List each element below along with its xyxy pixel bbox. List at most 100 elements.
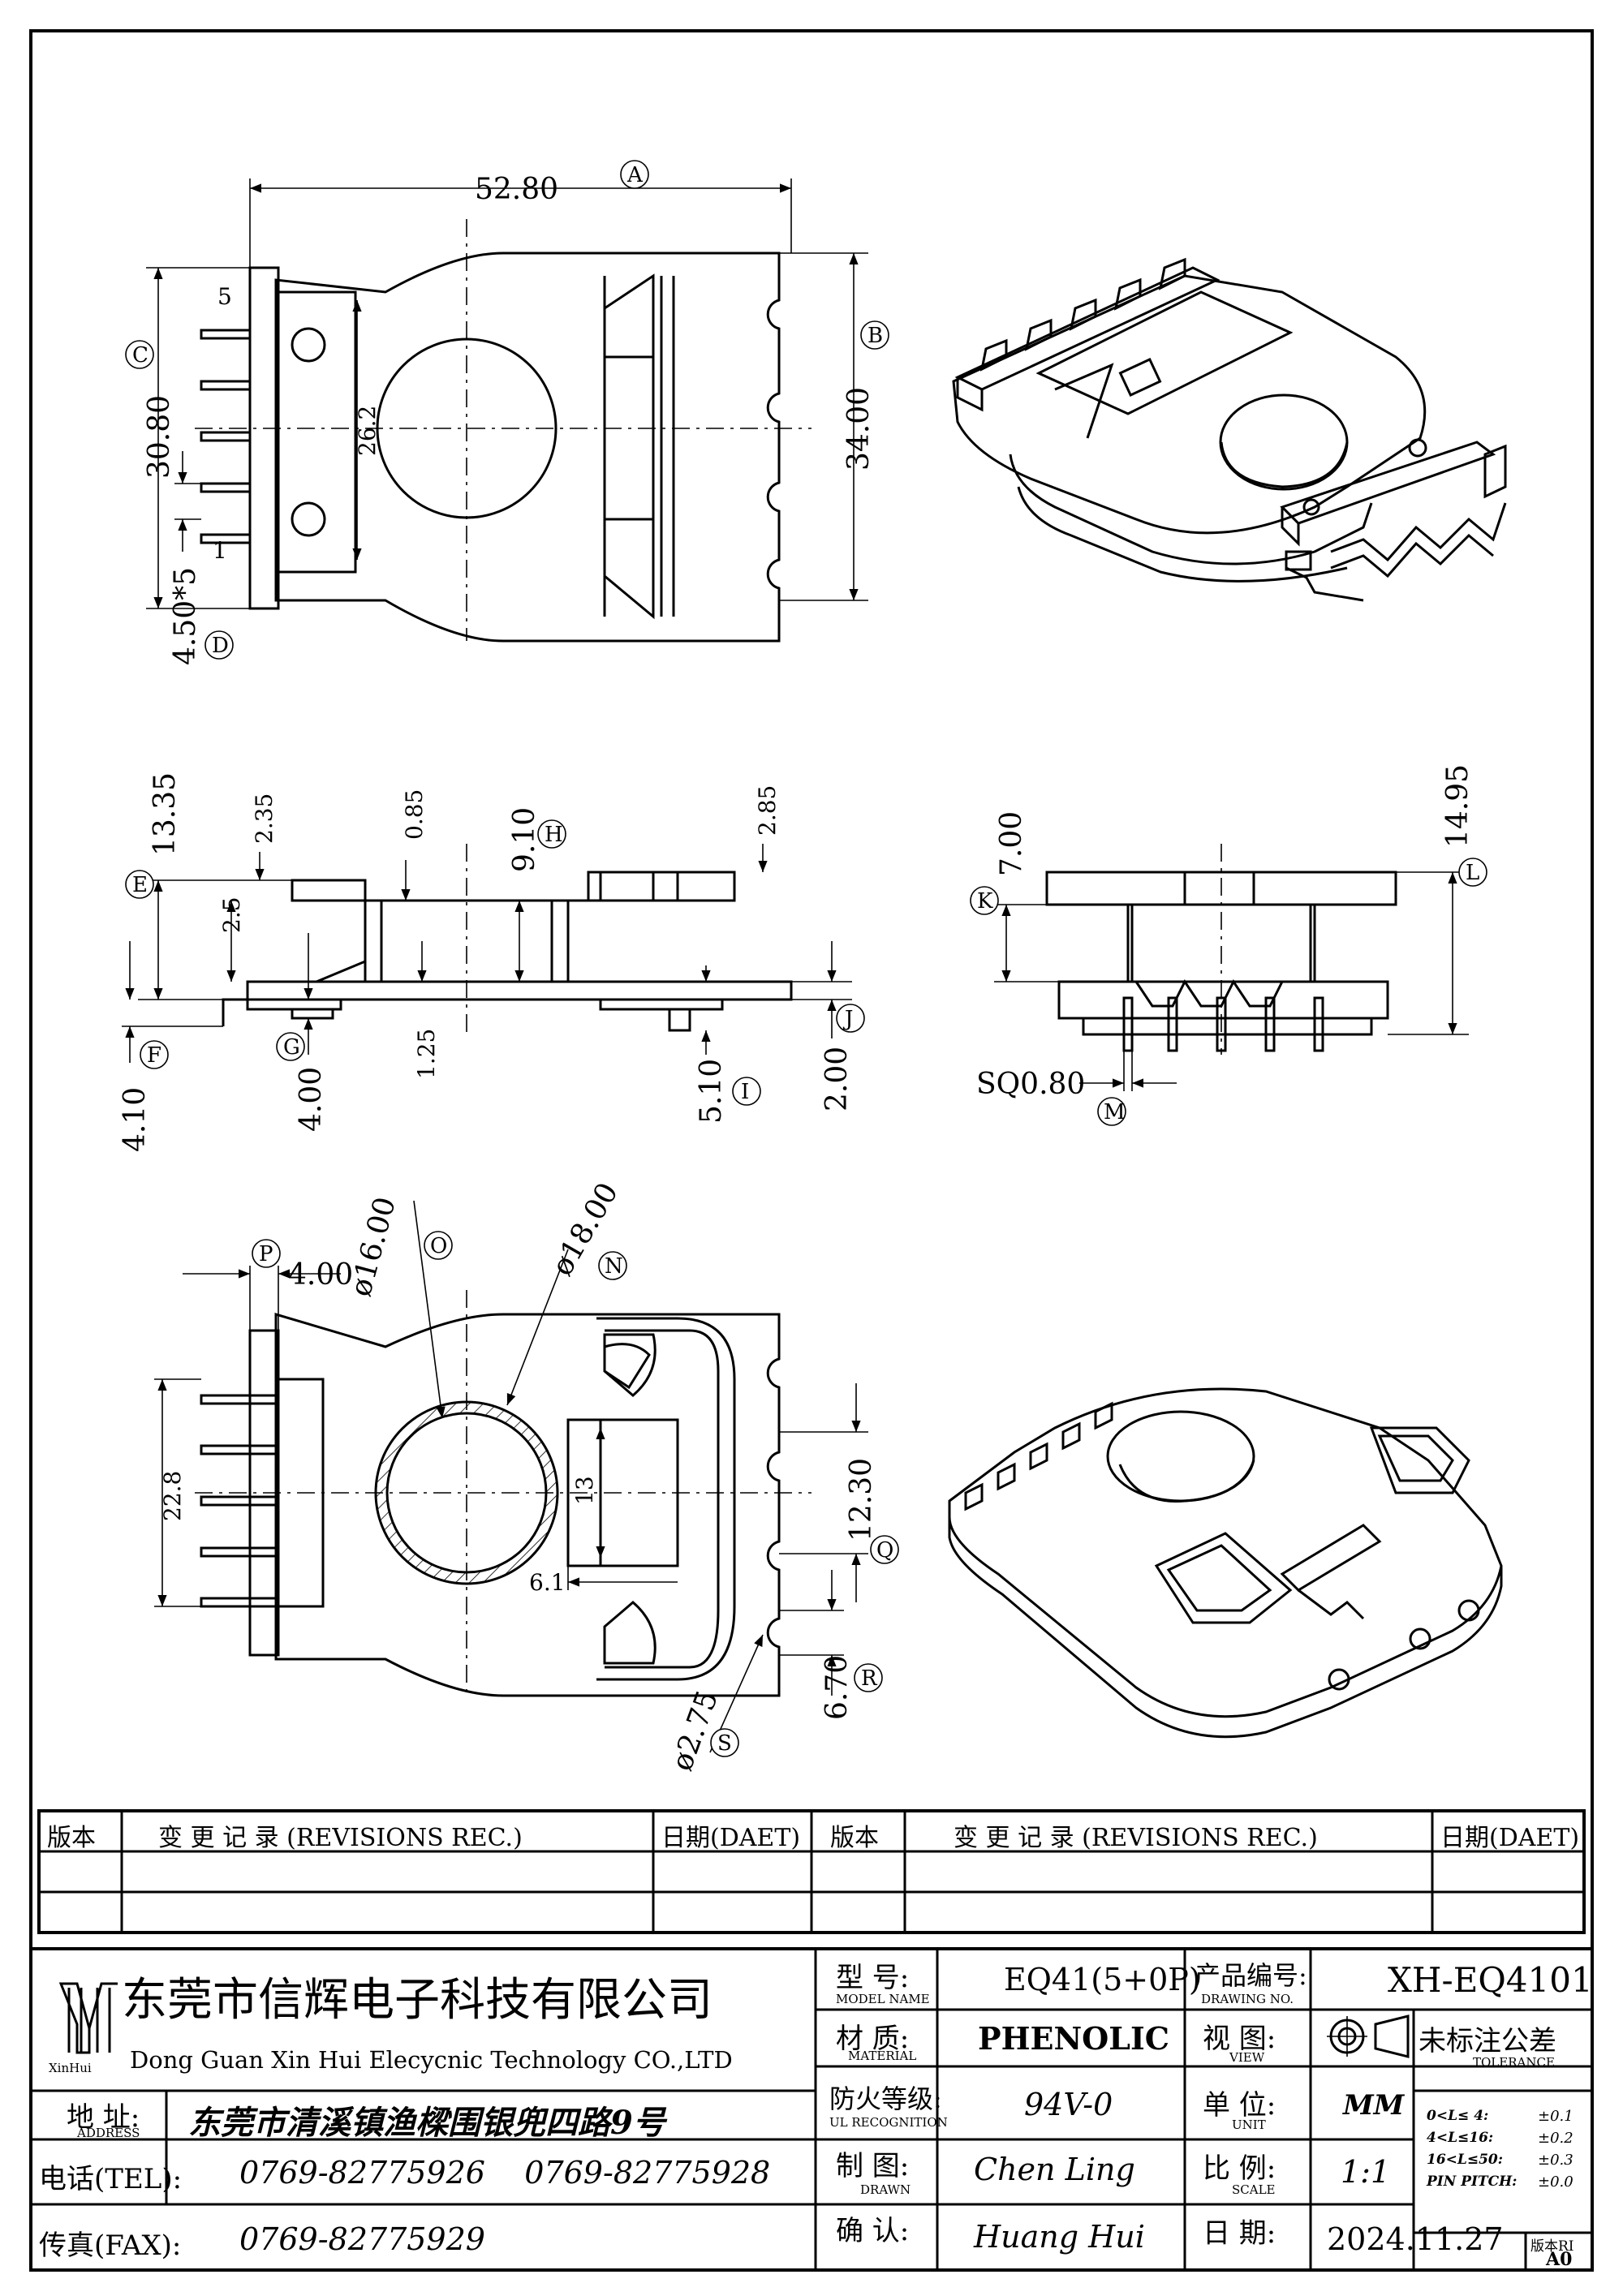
dim-D: 4.50*5	[169, 567, 202, 665]
rev-label: 版本RI	[1530, 2238, 1574, 2255]
bottom-view: 4.00 P ø16.00 O ø18.00 N 22.8 13 6.1 12.…	[154, 1177, 899, 1775]
svg-text:N: N	[605, 1254, 623, 1279]
dim-C: 30.80	[143, 395, 176, 479]
rev-col-record-1: 变 更 记 录 (REVISIONS REC.)	[158, 1824, 523, 1852]
view-label-en: VIEW	[1229, 2050, 1265, 2065]
logo-text: XinHui	[49, 2061, 92, 2075]
company-name-cn: 东莞市信辉电子科技有限公司	[122, 1974, 712, 2027]
tolerance-row-2-range: 4<L≤16:	[1427, 2130, 1494, 2146]
dim-J: 2.00	[820, 1047, 854, 1111]
drawing-no-label-en: DRAWING NO.	[1201, 1992, 1294, 2006]
dim-1-25: 1.25	[413, 1029, 440, 1079]
tolerance-en: TOLERANCE	[1473, 2055, 1555, 2070]
material-value: PHENOLIC	[978, 2020, 1170, 2057]
isometric-view-bottom	[948, 1387, 1503, 1739]
svg-text:C: C	[132, 343, 149, 368]
svg-text:P: P	[259, 1242, 273, 1266]
address-label: 地 址:	[67, 2101, 140, 2134]
drawn-label-en: DRAWN	[860, 2182, 911, 2197]
dim-E: 13.35	[149, 772, 182, 856]
svg-text:L: L	[1466, 861, 1479, 885]
unit-value: MM	[1343, 2089, 1405, 2122]
dim-H: 9.10	[508, 807, 541, 872]
address-label-en: ADDRESS	[77, 2126, 140, 2140]
tel-label: 电话(TEL):	[39, 2163, 183, 2195]
check-label: 确 认:	[836, 2215, 910, 2247]
dim-Q: 12.30	[845, 1458, 878, 1541]
top-view: 52.80 A 34.00 B 30.80 C 4.50*5 D 26.2 5 …	[125, 160, 889, 665]
svg-text:O: O	[430, 1234, 447, 1258]
side-view: 13.35 E 4.10 F 4.00 G 9.10 H 5.10 I 2.00…	[118, 772, 865, 1152]
svg-text:K: K	[977, 889, 993, 914]
material-label-en: MATERIAL	[848, 2049, 917, 2063]
dim-A: 52.80	[475, 173, 558, 206]
tolerance-row-3-range: 16<L≤50:	[1427, 2152, 1504, 2168]
date-label: 日 期:	[1203, 2217, 1276, 2250]
dim-G: 4.00	[295, 1067, 328, 1132]
tolerance-row-3-value: ±0.3	[1538, 2152, 1573, 2169]
svg-text:M: M	[1104, 1100, 1126, 1124]
dim-0-85: 0.85	[401, 789, 428, 840]
rev-col-record-2: 变 更 记 录 (REVISIONS REC.)	[954, 1824, 1318, 1852]
dim-F: 4.10	[118, 1087, 152, 1152]
ul-value: 94V-0	[1024, 2087, 1113, 2122]
svg-text:I: I	[741, 1080, 749, 1104]
tolerance-row-1-value: ±0.1	[1538, 2108, 1573, 2125]
unit-label: 单 位:	[1203, 2089, 1276, 2122]
dim-6-1: 6.1	[529, 1569, 566, 1596]
top-pins	[200, 329, 252, 544]
model-value: EQ41(5+0P)	[1004, 1962, 1201, 1997]
svg-text:J: J	[842, 1007, 853, 1031]
svg-text:G: G	[283, 1035, 300, 1060]
rev-col-date-2: 日期(DAET)	[1440, 1824, 1580, 1852]
revisions-table	[37, 1809, 1586, 1934]
bottom-pins	[200, 1394, 280, 1608]
dim-S: ø2.75	[665, 1686, 725, 1775]
scale-label-en: SCALE	[1232, 2182, 1276, 2197]
svg-text:H: H	[545, 823, 563, 847]
rev-col-date-1: 日期(DAET)	[661, 1824, 801, 1852]
dim-B: 34.00	[842, 387, 876, 471]
date-value: 2024.11.27	[1327, 2221, 1504, 2257]
drawing-no-value: XH-EQ4101	[1388, 1960, 1593, 2000]
svg-text:S: S	[717, 1731, 732, 1756]
svg-text:A: A	[626, 163, 644, 187]
dim-R: 6.70	[820, 1655, 854, 1720]
dim-2-35: 2.35	[251, 793, 278, 844]
company-name-en: Dong Guan Xin Hui Elecycnic Technology C…	[130, 2046, 733, 2074]
view-label: 视 图:	[1203, 2023, 1276, 2055]
dim-I: 5.10	[695, 1059, 728, 1124]
ul-label-en: UL RECOGNITION	[829, 2115, 948, 2130]
tel-value: 0769-82775926 0769-82775928	[239, 2155, 771, 2191]
company-logo	[58, 1982, 118, 2054]
dim-K: 7.00	[995, 811, 1028, 876]
fax-label: 传真(FAX):	[39, 2229, 182, 2262]
svg-text:F: F	[147, 1043, 161, 1068]
check-value: Huang Hui	[974, 2219, 1145, 2255]
drawn-label: 制 图:	[836, 2150, 910, 2182]
pin-label-1: 1	[213, 537, 227, 564]
dim-L: 14.95	[1441, 764, 1474, 848]
ul-label: 防火等级:	[829, 2083, 942, 2114]
rev-col-version-2: 版本	[830, 1824, 879, 1852]
svg-text:R: R	[861, 1666, 878, 1691]
address-value: 东莞市清溪镇渔樑围银兜四路9号	[188, 2104, 665, 2142]
scale-value: 1:1	[1341, 2154, 1391, 2190]
dim-M: SQ0.80	[976, 1068, 1085, 1101]
drawn-value: Chen Ling	[974, 2152, 1135, 2187]
tolerance-row-4-value: ±0.0	[1538, 2173, 1573, 2191]
title-block-grid	[29, 1947, 1594, 2272]
dim-O: ø16.00	[344, 1193, 403, 1300]
drawing-no-label: 产品编号:	[1195, 1960, 1307, 1991]
tolerance-title: 未标注公差	[1419, 2025, 1556, 2057]
scale-label: 比 例:	[1203, 2152, 1276, 2185]
dim-13: 13	[571, 1476, 598, 1505]
model-label-en: MODEL NAME	[836, 1992, 930, 2006]
isometric-view-top	[952, 257, 1507, 602]
dim-P: 4.00	[288, 1258, 353, 1292]
dim-2-85: 2.85	[754, 785, 781, 836]
tolerance-row-1-range: 0<L≤ 4:	[1427, 2108, 1489, 2124]
model-label: 型 号:	[836, 1962, 910, 1994]
svg-text:D: D	[212, 634, 229, 658]
